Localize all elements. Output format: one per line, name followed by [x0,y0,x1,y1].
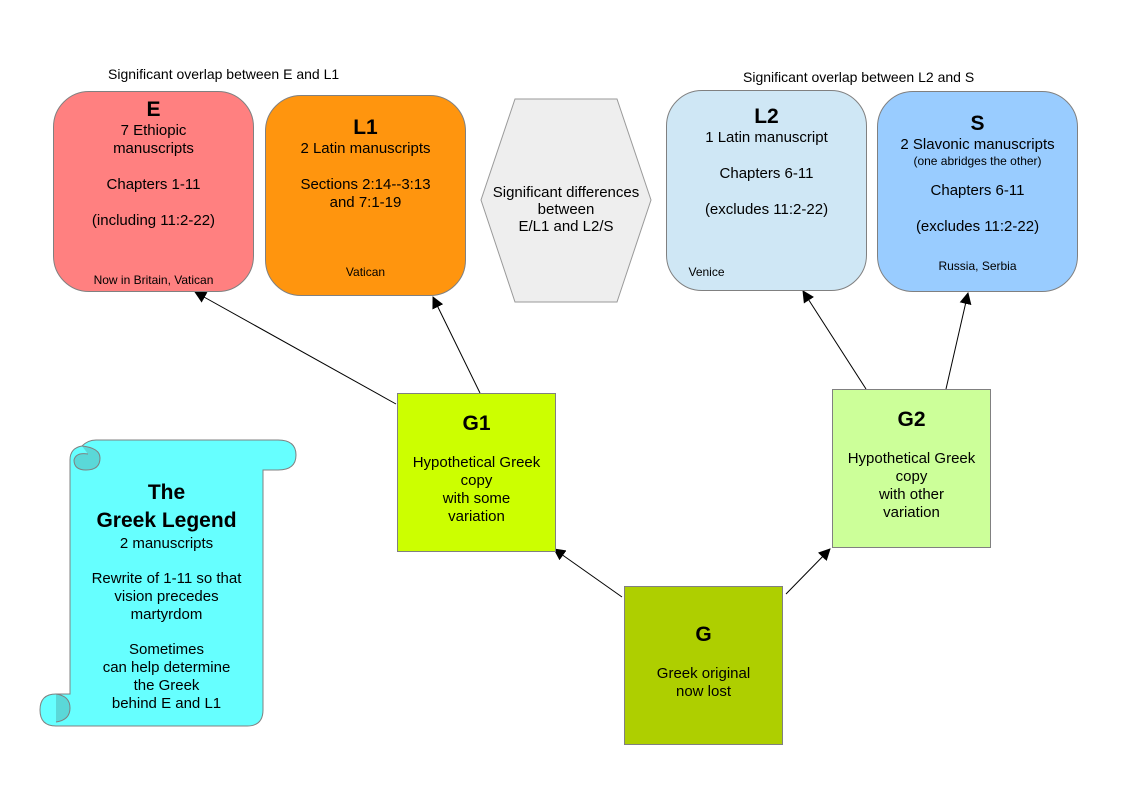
greek-legend-text: The Greek Legend 2 manuscripts Rewrite o… [70,479,263,713]
arrow-g1-to-e [194,291,397,405]
differences-label: Significant differences between E/L1 and… [481,184,651,235]
s-abridges: (one abridges the other) [913,154,1042,168]
g1-line-3: with some [442,490,511,507]
g1-box: G1 Hypothetical Greek copy with some var… [397,393,556,552]
legend-rewrite-2: vision precedes [114,588,219,605]
s-location: Russia, Serbia [938,259,1017,273]
g-line-2: now lost [675,683,732,700]
g-original-box: G Greek original now lost [624,586,783,745]
g2-box: G2 Hypothetical Greek copy with other va… [832,389,991,548]
g1-line-2: copy [460,472,493,489]
legend-help-2: can help determine [102,659,231,676]
e-count-line1: 7 Ethiopic [120,122,187,139]
arrow-g1-to-l1 [432,296,481,394]
l2-excludes: (excludes 11:2-22) [704,201,829,218]
differences-line-1: Significant differences [492,184,640,201]
l1-title: L1 [353,116,378,139]
e-location: Now in Britain, Vatican [93,273,214,287]
e-title: E [146,98,161,121]
g2-line-1: Hypothetical Greek [847,450,976,467]
l1-sections-2: and 7:1-19 [329,194,402,211]
legend-help-1: Sometimes [128,641,205,658]
l1-manuscripts-box: L1 2 Latin manuscripts Sections 2:14--3:… [265,95,466,296]
l2-count: 1 Latin manuscript [705,129,828,146]
l1-location: Vatican [345,265,386,279]
arrow-g-to-g1 [553,548,623,598]
arrow-g2-to-l2 [802,290,867,390]
g1-title: G1 [462,412,491,435]
g-title: G [695,623,712,646]
s-title: S [970,112,985,135]
l1-sections-1: Sections 2:14--3:13 [300,176,431,193]
g-line-1: Greek original [656,665,751,682]
g2-line-3: with other [878,486,945,503]
s-excludes: (excludes 11:2-22) [915,218,1040,235]
g2-title: G2 [897,408,926,431]
legend-help-3: the Greek [133,677,200,694]
l2-location: Venice [688,265,725,279]
l2-chapters: Chapters 6-11 [719,165,814,182]
differences-line-2: between [537,201,595,218]
s-count: 2 Slavonic manuscripts [900,136,1055,153]
legend-title-1: The [147,481,186,504]
legend-rewrite-3: martyrdom [130,606,203,623]
legend-count: 2 manuscripts [119,535,214,552]
arrow-g2-to-s [945,292,972,390]
arrow-g-to-g2 [785,548,831,595]
l2-manuscripts-box: L2 1 Latin manuscript Chapters 6-11 (exc… [666,90,867,291]
s-manuscripts-box: S 2 Slavonic manuscripts (one abridges t… [877,91,1078,292]
l1-count: 2 Latin manuscripts [300,140,431,157]
note-overlap-e-l1: Significant overlap between E and L1 [108,66,340,82]
differences-arrow [480,98,652,303]
g1-line-1: Hypothetical Greek [412,454,541,471]
differences-line-3: E/L1 and L2/S [518,218,614,235]
legend-help-4: behind E and L1 [111,695,222,712]
greek-legend-scroll [39,439,297,727]
g2-line-2: copy [895,468,928,485]
l2-title: L2 [754,105,779,128]
e-chapters: Chapters 1-11 [106,176,201,193]
g2-line-4: variation [883,504,940,521]
e-count-line2: manuscripts [113,140,194,157]
e-manuscripts-box: E 7 Ethiopic manuscripts Chapters 1-11 (… [53,91,254,292]
e-including: (including 11:2-22) [91,212,216,229]
s-chapters: Chapters 6-11 [930,182,1025,199]
legend-rewrite-1: Rewrite of 1-11 so that [91,570,242,587]
legend-title-2: Greek Legend [96,509,237,532]
g1-line-4: variation [448,508,505,525]
note-overlap-l2-s: Significant overlap between L2 and S [743,69,975,85]
